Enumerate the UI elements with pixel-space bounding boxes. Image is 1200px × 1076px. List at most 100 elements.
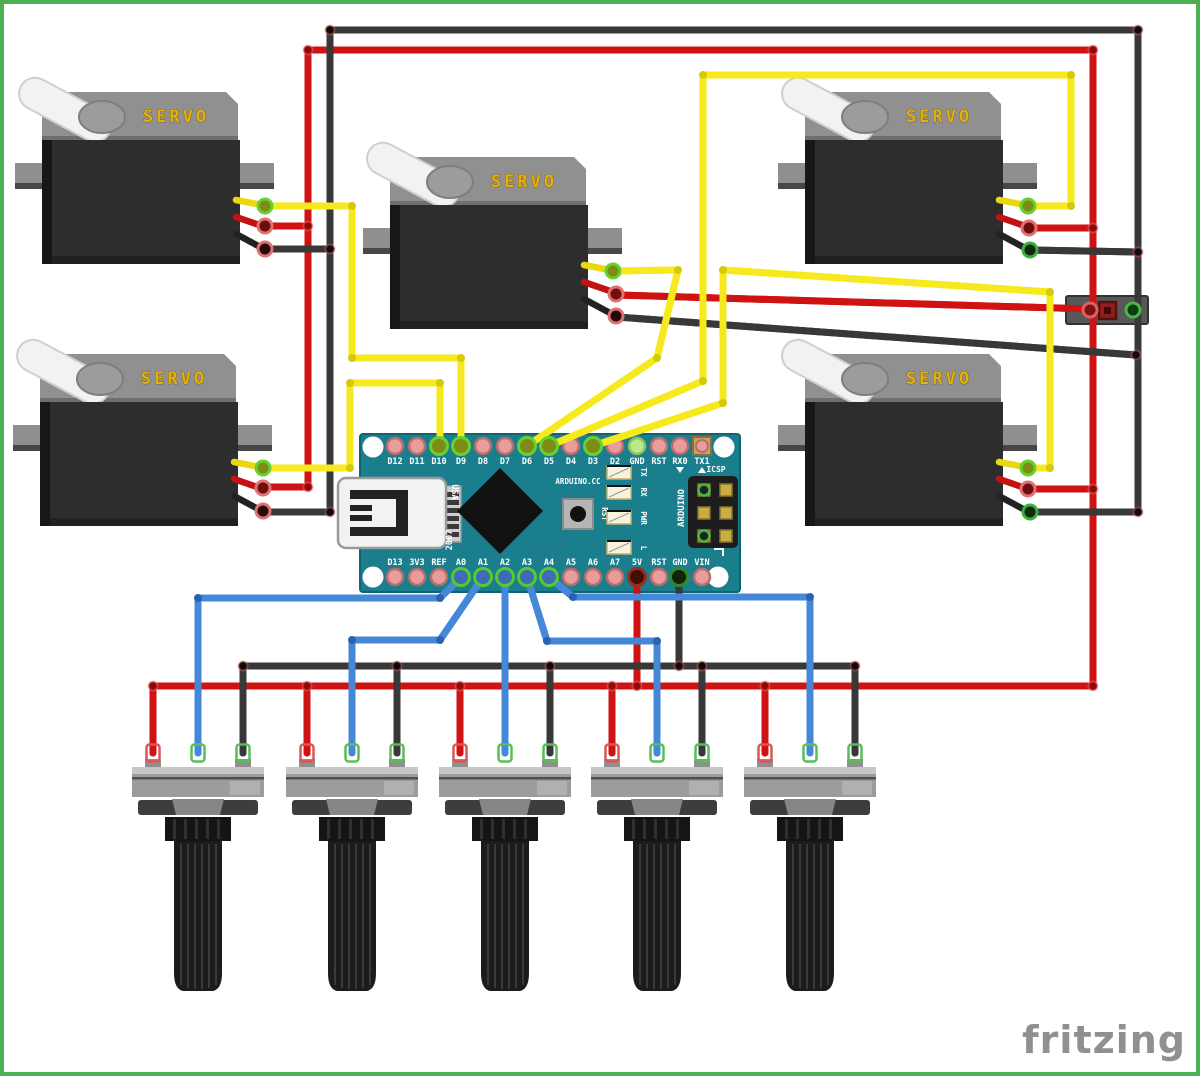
- tx-led-label: TX: [639, 467, 648, 477]
- reset-button[interactable]: [562, 498, 594, 530]
- pwr-led-label: PWR: [639, 511, 648, 525]
- servo-3-middle[interactable]: [361, 137, 622, 329]
- svg-text:REF: REF: [431, 558, 446, 568]
- svg-text:GND: GND: [672, 558, 687, 568]
- ring-5v[interactable]: [627, 567, 647, 587]
- usb-connector: [336, 476, 462, 550]
- pin-ref[interactable]: [429, 567, 449, 587]
- capacitor-pin-rings: [1081, 301, 1142, 319]
- arduino-nano-board[interactable]: D12 D11 D10 D9 D8 D7 D6 D5 D4 D3 D2 GND …: [336, 433, 741, 593]
- bottom-pin-labels: D13 3V3 REF A0 A1 A2 A3 A4 A5 A6 A7 5V R…: [387, 558, 709, 568]
- icsp-label: ICSP: [706, 465, 725, 474]
- top-pin-labels: D12 D11 D10 D9 D8 D7 D6 D5 D4 D3 D2 GND …: [387, 457, 710, 473]
- fritzing-watermark: fritzing: [1022, 1018, 1186, 1062]
- svg-text:RST: RST: [651, 457, 666, 467]
- svg-text:A3: A3: [522, 558, 532, 568]
- ring-a0[interactable]: [451, 567, 471, 587]
- brand-label: ARDUINO.CC: [555, 477, 600, 486]
- pin-3v3[interactable]: [407, 567, 427, 587]
- wire-servo3-signal-d6[interactable]: [523, 266, 682, 450]
- pin-gnd-top[interactable]: [627, 436, 647, 456]
- svg-text:3V3: 3V3: [409, 558, 424, 568]
- svg-text:D2: D2: [610, 457, 620, 467]
- ring-d3[interactable]: [583, 436, 603, 456]
- wire-servo4-signal-d5[interactable]: [545, 71, 1075, 450]
- pin-a5[interactable]: [561, 567, 581, 587]
- svg-text:A4: A4: [544, 558, 554, 568]
- svg-text:A2: A2: [500, 558, 510, 568]
- pin-d12[interactable]: [385, 436, 405, 456]
- ring-a4[interactable]: [539, 567, 559, 587]
- ring-d5[interactable]: [539, 436, 559, 456]
- pin-rx0[interactable]: [670, 436, 690, 456]
- mcu-chip: [457, 468, 543, 554]
- svg-text:D8: D8: [478, 457, 488, 467]
- ring-a3[interactable]: [517, 567, 537, 587]
- servo-2-bottom-left[interactable]: [11, 334, 272, 526]
- pin-tx1[interactable]: [695, 439, 709, 453]
- pin-a7[interactable]: [605, 567, 625, 587]
- ring-a2[interactable]: [495, 567, 515, 587]
- wire-pot4-a3[interactable]: [523, 573, 661, 757]
- svg-text:D10: D10: [431, 457, 446, 467]
- wire-pot5-a4[interactable]: [545, 573, 814, 757]
- wire-pot1-a0[interactable]: [194, 573, 465, 757]
- wire-servo4-ground[interactable]: [1026, 246, 1142, 256]
- svg-text:A5: A5: [566, 558, 576, 568]
- junction-dots: [147, 24, 1144, 692]
- l-led-label: L: [639, 546, 648, 551]
- led-block: TX RX PWR L: [606, 465, 648, 555]
- icsp-header[interactable]: [688, 476, 738, 548]
- pin-d11[interactable]: [407, 436, 427, 456]
- svg-text:D5: D5: [544, 457, 554, 467]
- pin-rst-bottom[interactable]: [649, 567, 669, 587]
- blue-analog-wires[interactable]: [194, 573, 814, 757]
- mount-hole: [362, 436, 384, 458]
- servo-5-bottom-right[interactable]: [776, 334, 1037, 526]
- wire-servo3-power[interactable]: [613, 291, 1094, 313]
- year-label: 2007: [445, 530, 455, 550]
- pin-a6[interactable]: [583, 567, 603, 587]
- pot-1[interactable]: [131, 758, 265, 992]
- servo-4-top-right[interactable]: [776, 72, 1037, 264]
- mount-hole: [713, 436, 735, 458]
- pot-5[interactable]: [743, 758, 877, 992]
- ring-a1[interactable]: [473, 567, 493, 587]
- ring-d9[interactable]: [451, 436, 471, 456]
- mount-hole: [707, 566, 729, 588]
- wire-servo3-ground[interactable]: [613, 313, 1140, 359]
- model-line-1: ARDUINO: [677, 488, 687, 527]
- pin-d13[interactable]: [385, 567, 405, 587]
- pot-3[interactable]: [438, 758, 572, 992]
- arduino-connection-rings: [429, 436, 689, 587]
- svg-text:D6: D6: [522, 457, 532, 467]
- pot-2[interactable]: [285, 758, 419, 992]
- svg-text:RST: RST: [651, 558, 666, 568]
- wire-ground-main-rail[interactable]: [261, 26, 1142, 516]
- pot-pin-markers: [145, 743, 863, 763]
- pin1-mark: [714, 548, 724, 556]
- svg-text:GND: GND: [629, 457, 644, 467]
- pin-vin[interactable]: [692, 567, 712, 587]
- rx-arrow-icon: [676, 467, 684, 473]
- ring-d10[interactable]: [429, 436, 449, 456]
- black-ground-wires[interactable]: [239, 26, 1142, 757]
- servo-pin-rings: [254, 197, 1039, 521]
- svg-text:D11: D11: [409, 457, 424, 467]
- pin-rst-top[interactable]: [649, 436, 669, 456]
- svg-text:D7: D7: [500, 457, 510, 467]
- pin-d8[interactable]: [473, 436, 493, 456]
- ring-d6[interactable]: [517, 436, 537, 456]
- wire-pot2-a1[interactable]: [348, 573, 487, 757]
- ring-gnd[interactable]: [669, 567, 689, 587]
- servo-1-top-left[interactable]: [13, 72, 274, 264]
- svg-text:D13: D13: [387, 558, 402, 568]
- rx-led-label: RX: [639, 487, 648, 497]
- svg-text:D3: D3: [588, 457, 598, 467]
- pin-d7[interactable]: [495, 436, 515, 456]
- svg-text:A0: A0: [456, 558, 466, 568]
- svg-text:5V: 5V: [632, 558, 642, 568]
- pot-4[interactable]: [590, 758, 724, 992]
